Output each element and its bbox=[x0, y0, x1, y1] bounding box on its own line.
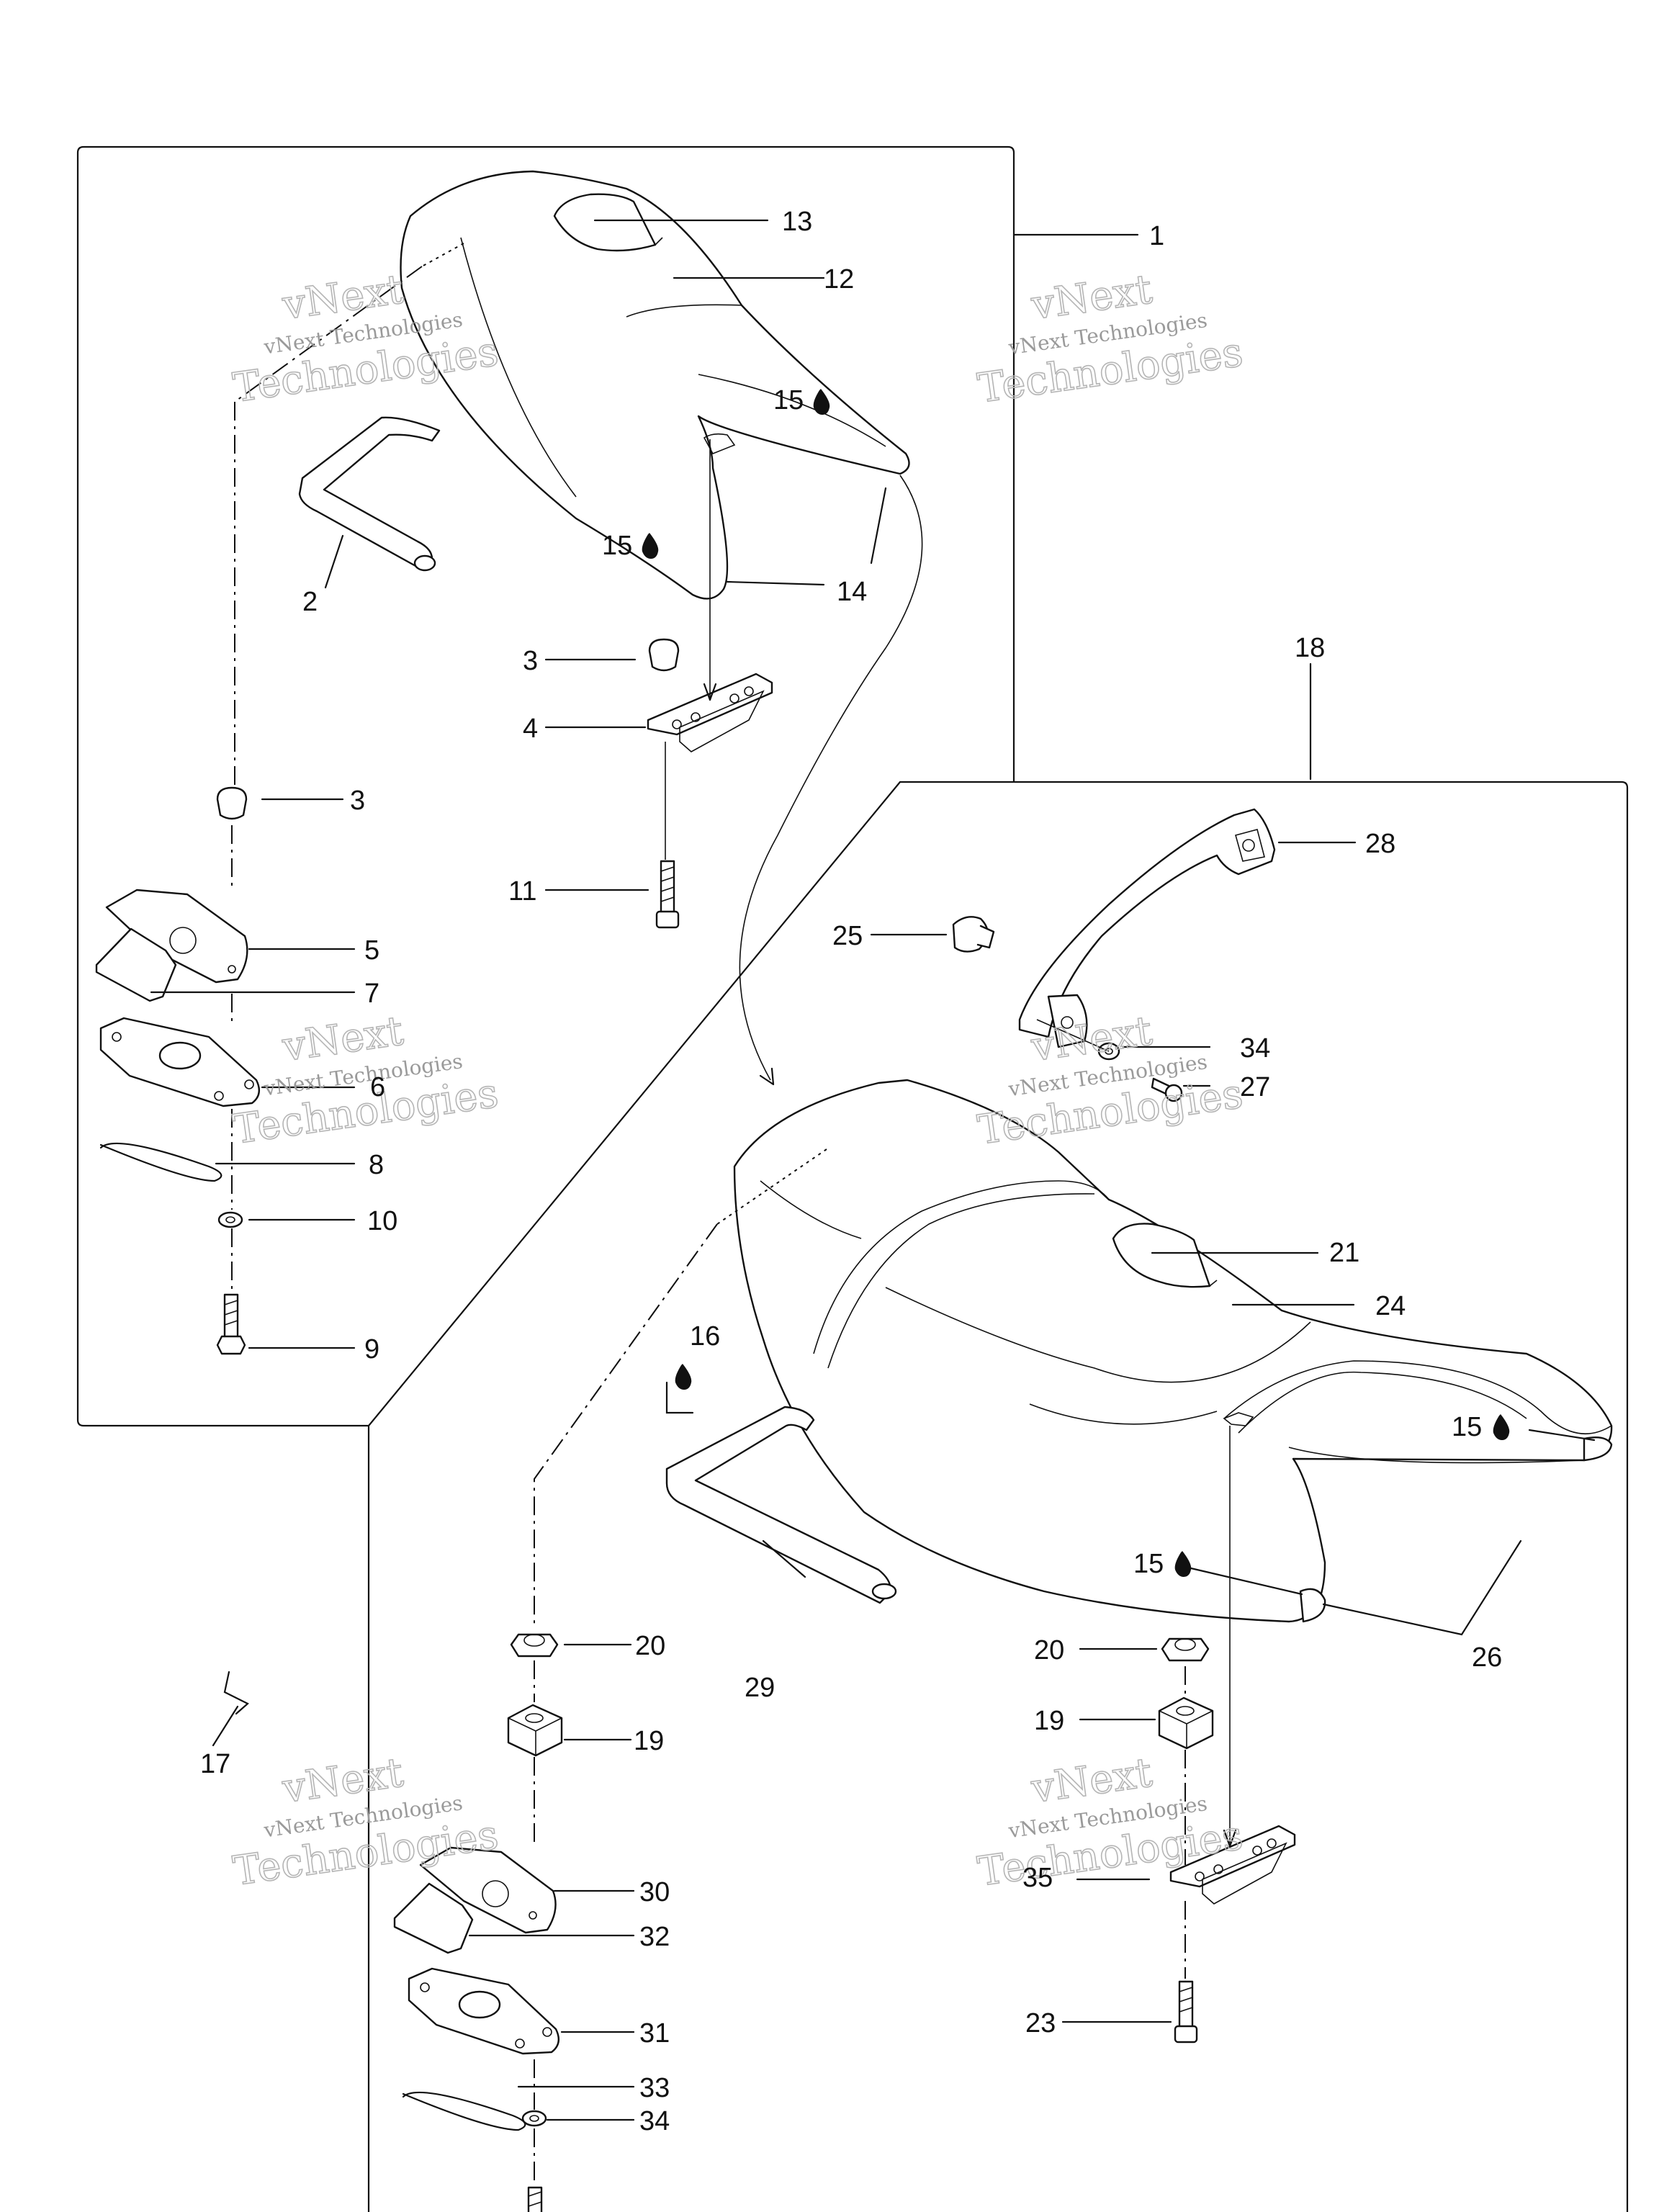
callout-27: 27 bbox=[1240, 1072, 1270, 1102]
oil-drop-icon bbox=[642, 533, 659, 559]
callout-23: 23 bbox=[1025, 2008, 1056, 2038]
front-latch-plate-30 bbox=[393, 1846, 557, 1954]
callout-31: 31 bbox=[639, 2018, 670, 2049]
front-seat-bracket-35 bbox=[1169, 1825, 1296, 1905]
callout-18: 18 bbox=[1295, 633, 1325, 663]
callout-21: 21 bbox=[1329, 1238, 1359, 1268]
front-latch-spring-33 bbox=[402, 2091, 526, 2131]
callout-15: 15 bbox=[1133, 1549, 1164, 1579]
callout-19: 19 bbox=[634, 1726, 664, 1756]
callout-6: 6 bbox=[370, 1072, 385, 1102]
callout-9: 9 bbox=[364, 1334, 379, 1364]
front-seat-bumper-25 bbox=[952, 916, 995, 953]
front-seat-support-29 bbox=[665, 1406, 897, 1604]
rear-seat-bumper-3b bbox=[216, 786, 248, 820]
oil-drop-icon bbox=[1174, 1551, 1192, 1577]
callout-19: 19 bbox=[1034, 1706, 1064, 1736]
rear-latch-plate-5 bbox=[95, 889, 248, 1002]
callout-12: 12 bbox=[824, 264, 854, 295]
front-seat-trim-21 bbox=[1112, 1223, 1211, 1288]
callout-33: 33 bbox=[639, 2073, 670, 2103]
rear-latch-washer-10 bbox=[217, 1211, 243, 1228]
callout-28: 28 bbox=[1365, 829, 1395, 859]
callout-5: 5 bbox=[364, 935, 379, 966]
rear-seat-support-2 bbox=[298, 416, 441, 572]
front-seat-bolt-23 bbox=[1174, 1980, 1198, 2044]
callout-34: 34 bbox=[1240, 1033, 1270, 1064]
front-seat-grab-handle-28 bbox=[1018, 808, 1276, 1048]
callout-3: 3 bbox=[523, 646, 538, 676]
front-seat-nut-20b bbox=[1161, 1637, 1210, 1662]
callout-7: 7 bbox=[364, 979, 379, 1009]
front-latch-washer-34a bbox=[521, 2110, 547, 2127]
front-latch-square-nut-19a bbox=[507, 1704, 563, 1757]
callout-4: 4 bbox=[523, 714, 538, 744]
callout-labels: 1 13 12 15 15 14 2 3 4 3 11 5 7 6 8 10 9… bbox=[200, 207, 1502, 2136]
tool-17 bbox=[223, 1671, 249, 1715]
callout-1: 1 bbox=[1149, 221, 1164, 251]
assembly-lines bbox=[231, 243, 1237, 2183]
callout-32: 32 bbox=[639, 1922, 670, 1952]
callout-15: 15 bbox=[602, 531, 632, 561]
lubricant-drop-icons bbox=[642, 389, 1510, 1577]
front-latch-bolt bbox=[527, 2186, 543, 2212]
rear-latch-spring-8 bbox=[99, 1142, 222, 1182]
front-latch-base-31 bbox=[408, 1967, 560, 2055]
callout-17: 17 bbox=[200, 1749, 230, 1779]
rear-seat-trim-13 bbox=[553, 193, 657, 252]
callout-30: 30 bbox=[639, 1877, 670, 1907]
callout-16: 16 bbox=[690, 1321, 720, 1352]
front-latch-nut-20a bbox=[510, 1633, 559, 1658]
rear-seat-bracket-4 bbox=[647, 673, 773, 752]
callout-14: 14 bbox=[837, 577, 867, 607]
callout-2: 2 bbox=[302, 587, 318, 617]
rear-latch-base-6 bbox=[99, 1017, 261, 1107]
group-frame-front-seat bbox=[367, 781, 1629, 2212]
rear-seat-bumper-3a bbox=[648, 638, 680, 672]
front-seat-cover bbox=[733, 1079, 1613, 1623]
callout-3: 3 bbox=[350, 786, 365, 816]
callout-13: 13 bbox=[782, 207, 812, 237]
callout-20: 20 bbox=[635, 1631, 665, 1661]
callout-10: 10 bbox=[367, 1206, 397, 1236]
callout-11: 11 bbox=[508, 876, 536, 907]
callout-25: 25 bbox=[832, 921, 863, 951]
callout-34: 34 bbox=[639, 2106, 670, 2136]
callout-15: 15 bbox=[773, 385, 804, 415]
leader-lines bbox=[150, 219, 1596, 2121]
callout-29: 29 bbox=[745, 1673, 775, 1703]
oil-drop-icon bbox=[813, 389, 830, 415]
rear-latch-bolt-9 bbox=[216, 1293, 246, 1355]
callout-8: 8 bbox=[369, 1150, 384, 1180]
oil-drop-icon bbox=[675, 1364, 692, 1390]
front-seat-screw-27 bbox=[1151, 1077, 1183, 1102]
callout-15: 15 bbox=[1452, 1412, 1482, 1442]
callout-26: 26 bbox=[1472, 1642, 1502, 1673]
oil-drop-icon bbox=[1493, 1414, 1510, 1440]
rear-seat-bolt-11 bbox=[655, 860, 680, 929]
front-seat-square-nut-19b bbox=[1158, 1696, 1214, 1750]
callout-24: 24 bbox=[1375, 1291, 1406, 1321]
rear-seat-cover bbox=[400, 170, 910, 600]
callout-20: 20 bbox=[1034, 1635, 1064, 1665]
callout-35: 35 bbox=[1022, 1863, 1053, 1893]
